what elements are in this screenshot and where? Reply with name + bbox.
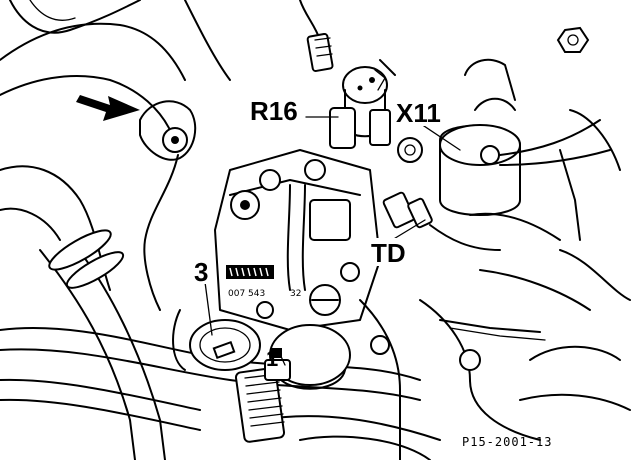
label-r16: R16	[250, 96, 298, 126]
tdc-sensor-connector	[382, 191, 561, 251]
intake-tube	[0, 0, 231, 291]
cover-cap-3	[172, 309, 261, 371]
housing-text-line2: 32	[290, 289, 301, 299]
label-part-1: 1	[266, 346, 278, 371]
control-unit-housing	[214, 149, 381, 331]
leader-lines	[204, 116, 461, 366]
label-part-3: 3	[194, 257, 208, 287]
top-connector	[299, 0, 334, 72]
resistor-r16	[329, 59, 396, 149]
figure-reference: P15-2001-13	[462, 435, 552, 449]
pointer-arrow	[76, 95, 140, 121]
bolt-head	[556, 26, 590, 53]
left-hose	[39, 229, 166, 460]
temperature-sensor	[139, 100, 197, 311]
label-x11: X11	[396, 98, 441, 128]
label-td: TD	[371, 238, 406, 268]
housing-text-line1: 007 543	[228, 289, 265, 299]
engine-block-right	[359, 249, 631, 460]
hose-clamp	[234, 359, 291, 443]
diagnostic-socket-x11	[397, 58, 621, 241]
